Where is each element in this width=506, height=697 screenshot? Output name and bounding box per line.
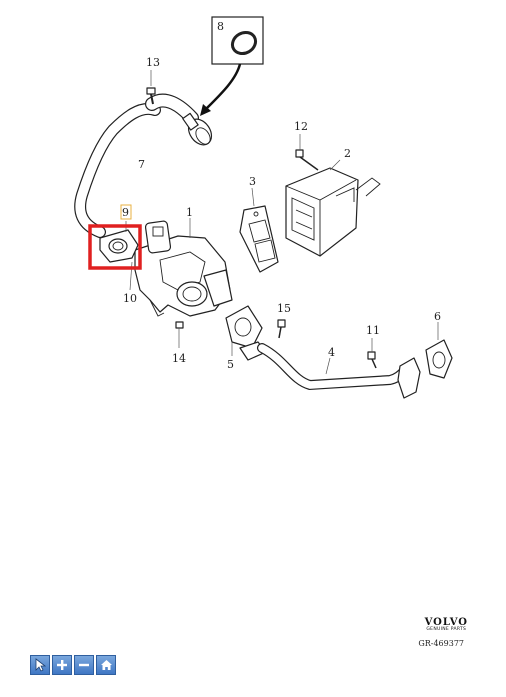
- part-2-egr-cooler: [285, 159, 381, 257]
- zoom-out-button[interactable]: [74, 655, 94, 675]
- part-4-egr-pipe: [239, 341, 421, 399]
- callout-2: 2: [344, 147, 351, 160]
- part-7-pipe: [74, 93, 213, 238]
- callout-13: 13: [146, 56, 160, 69]
- callout-1: 1: [186, 206, 193, 219]
- callout-5: 5: [227, 358, 234, 371]
- callout-6: 6: [434, 310, 441, 323]
- brand-logo: VOLVO: [424, 617, 468, 628]
- zoom-in-icon: [57, 660, 67, 670]
- callout-10: 10: [123, 292, 137, 305]
- inset-part-8: [200, 16, 264, 116]
- part-1-egr-valve: [134, 218, 233, 317]
- home-button[interactable]: [96, 655, 116, 675]
- zoom-in-button[interactable]: [52, 655, 72, 675]
- part-12-bolt: [295, 134, 319, 171]
- callout-7: 7: [138, 158, 145, 171]
- zoom-toolbar: [30, 655, 116, 675]
- part-14-bolt: [175, 321, 184, 348]
- home-icon: [100, 660, 112, 670]
- brand-subtitle: GENUINE PARTS: [426, 627, 467, 632]
- part-3-gasket: [239, 187, 279, 273]
- callout-9: 9: [122, 206, 129, 219]
- part-5-gasket: [225, 305, 263, 356]
- part-6-gasket: [425, 322, 453, 379]
- callout-15: 15: [277, 302, 291, 315]
- pointer-icon: [35, 658, 46, 672]
- volvo-brand: VOLVO GENUINE PARTS: [425, 617, 468, 632]
- callout-8: 8: [217, 20, 224, 33]
- part-9-thermostat: [99, 221, 139, 291]
- callout-14: 14: [172, 352, 186, 365]
- diagram-reference: GR-469377: [418, 639, 464, 648]
- callout-9-box: [120, 204, 132, 220]
- callout-4: 4: [328, 346, 335, 359]
- pointer-button[interactable]: [30, 655, 50, 675]
- part-11-bolt: [367, 338, 377, 369]
- part-13-bolt: [146, 70, 156, 105]
- part-15-bolt: [277, 319, 286, 339]
- callout-12: 12: [294, 120, 308, 133]
- zoom-out-icon: [79, 663, 89, 667]
- callout-11: 11: [366, 324, 380, 337]
- callout-3: 3: [249, 175, 256, 188]
- highlight-box: [88, 224, 142, 270]
